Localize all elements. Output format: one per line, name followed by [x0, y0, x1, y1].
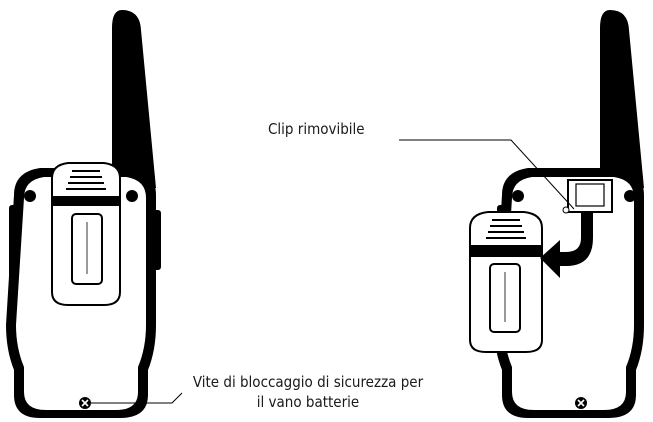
- right-top-screw-left: [512, 190, 524, 202]
- detached-belt-clip: [469, 211, 543, 353]
- left-top-screw-left: [24, 190, 36, 202]
- right-clip-mount: [567, 179, 613, 213]
- left-belt-clip: [51, 162, 121, 306]
- left-battery-screw-icon: [79, 397, 91, 409]
- right-battery-screw-icon: [575, 397, 587, 409]
- removal-arrow-icon: [540, 212, 593, 278]
- screw-callout-line: [91, 392, 183, 404]
- screw-callout-label-line1: Vite di bloccaggio di sicurezza per: [192, 373, 424, 391]
- right-antenna: [600, 10, 644, 188]
- clip-callout-line: [399, 139, 575, 210]
- screw-callout-label: Vite di bloccaggio di sicurezza per il v…: [188, 372, 428, 412]
- left-radio: [6, 10, 161, 418]
- screw-callout-label-line2: il vano batterie: [256, 393, 360, 411]
- left-antenna: [112, 10, 156, 188]
- right-top-screw-right: [624, 190, 636, 202]
- clip-callout-dot: [562, 206, 570, 214]
- left-top-screw-right: [126, 190, 138, 202]
- clip-callout-label: Clip rimovibile: [268, 120, 365, 138]
